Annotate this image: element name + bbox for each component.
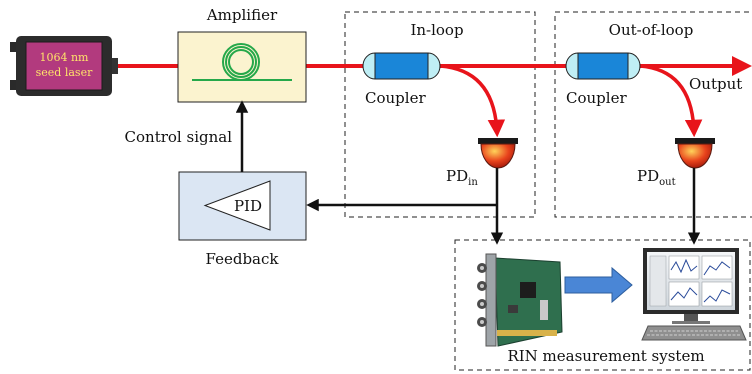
pid-label: PID	[234, 197, 262, 215]
beam-tap-out	[639, 64, 703, 138]
in-loop-coupler-label: Coupler	[365, 89, 426, 107]
amplifier-label: Amplifier	[206, 6, 278, 24]
photodiode-icon	[478, 138, 518, 169]
coupler-icon	[565, 52, 641, 80]
coupler-icon	[362, 52, 441, 80]
beam-tap-in	[439, 64, 506, 138]
out-of-loop-box	[554, 11, 752, 218]
control-signal-label: Control signal	[125, 128, 233, 146]
photodiode-icon	[675, 138, 715, 169]
out-of-loop-coupler-label: Coupler	[566, 89, 627, 107]
op-amp-icon	[203, 180, 271, 231]
rin-system-box	[454, 239, 751, 371]
amplifier-box	[177, 31, 307, 103]
feedback-label: Feedback	[206, 250, 280, 268]
daq-card-icon	[477, 253, 563, 347]
monitor-icon	[643, 248, 739, 324]
keyboard-icon	[641, 325, 747, 341]
right-arrow-icon	[564, 266, 633, 304]
seed-laser: 1064 nm seed laser	[10, 36, 118, 96]
rin-system-label: RIN measurement system	[507, 347, 704, 365]
laser-label-line1: 1064 nm	[39, 51, 89, 64]
pd-in-label: PDin	[446, 167, 478, 188]
in-loop-box	[344, 11, 536, 218]
laser-icon	[25, 41, 103, 91]
output-label: Output	[689, 75, 742, 93]
fiber-coil-icon	[192, 43, 292, 81]
pd-out-label: PDout	[637, 167, 676, 188]
laser-label-line2: seed laser	[36, 66, 93, 79]
in-loop-title: In-loop	[410, 21, 463, 39]
out-of-loop-title: Out-of-loop	[609, 21, 694, 39]
